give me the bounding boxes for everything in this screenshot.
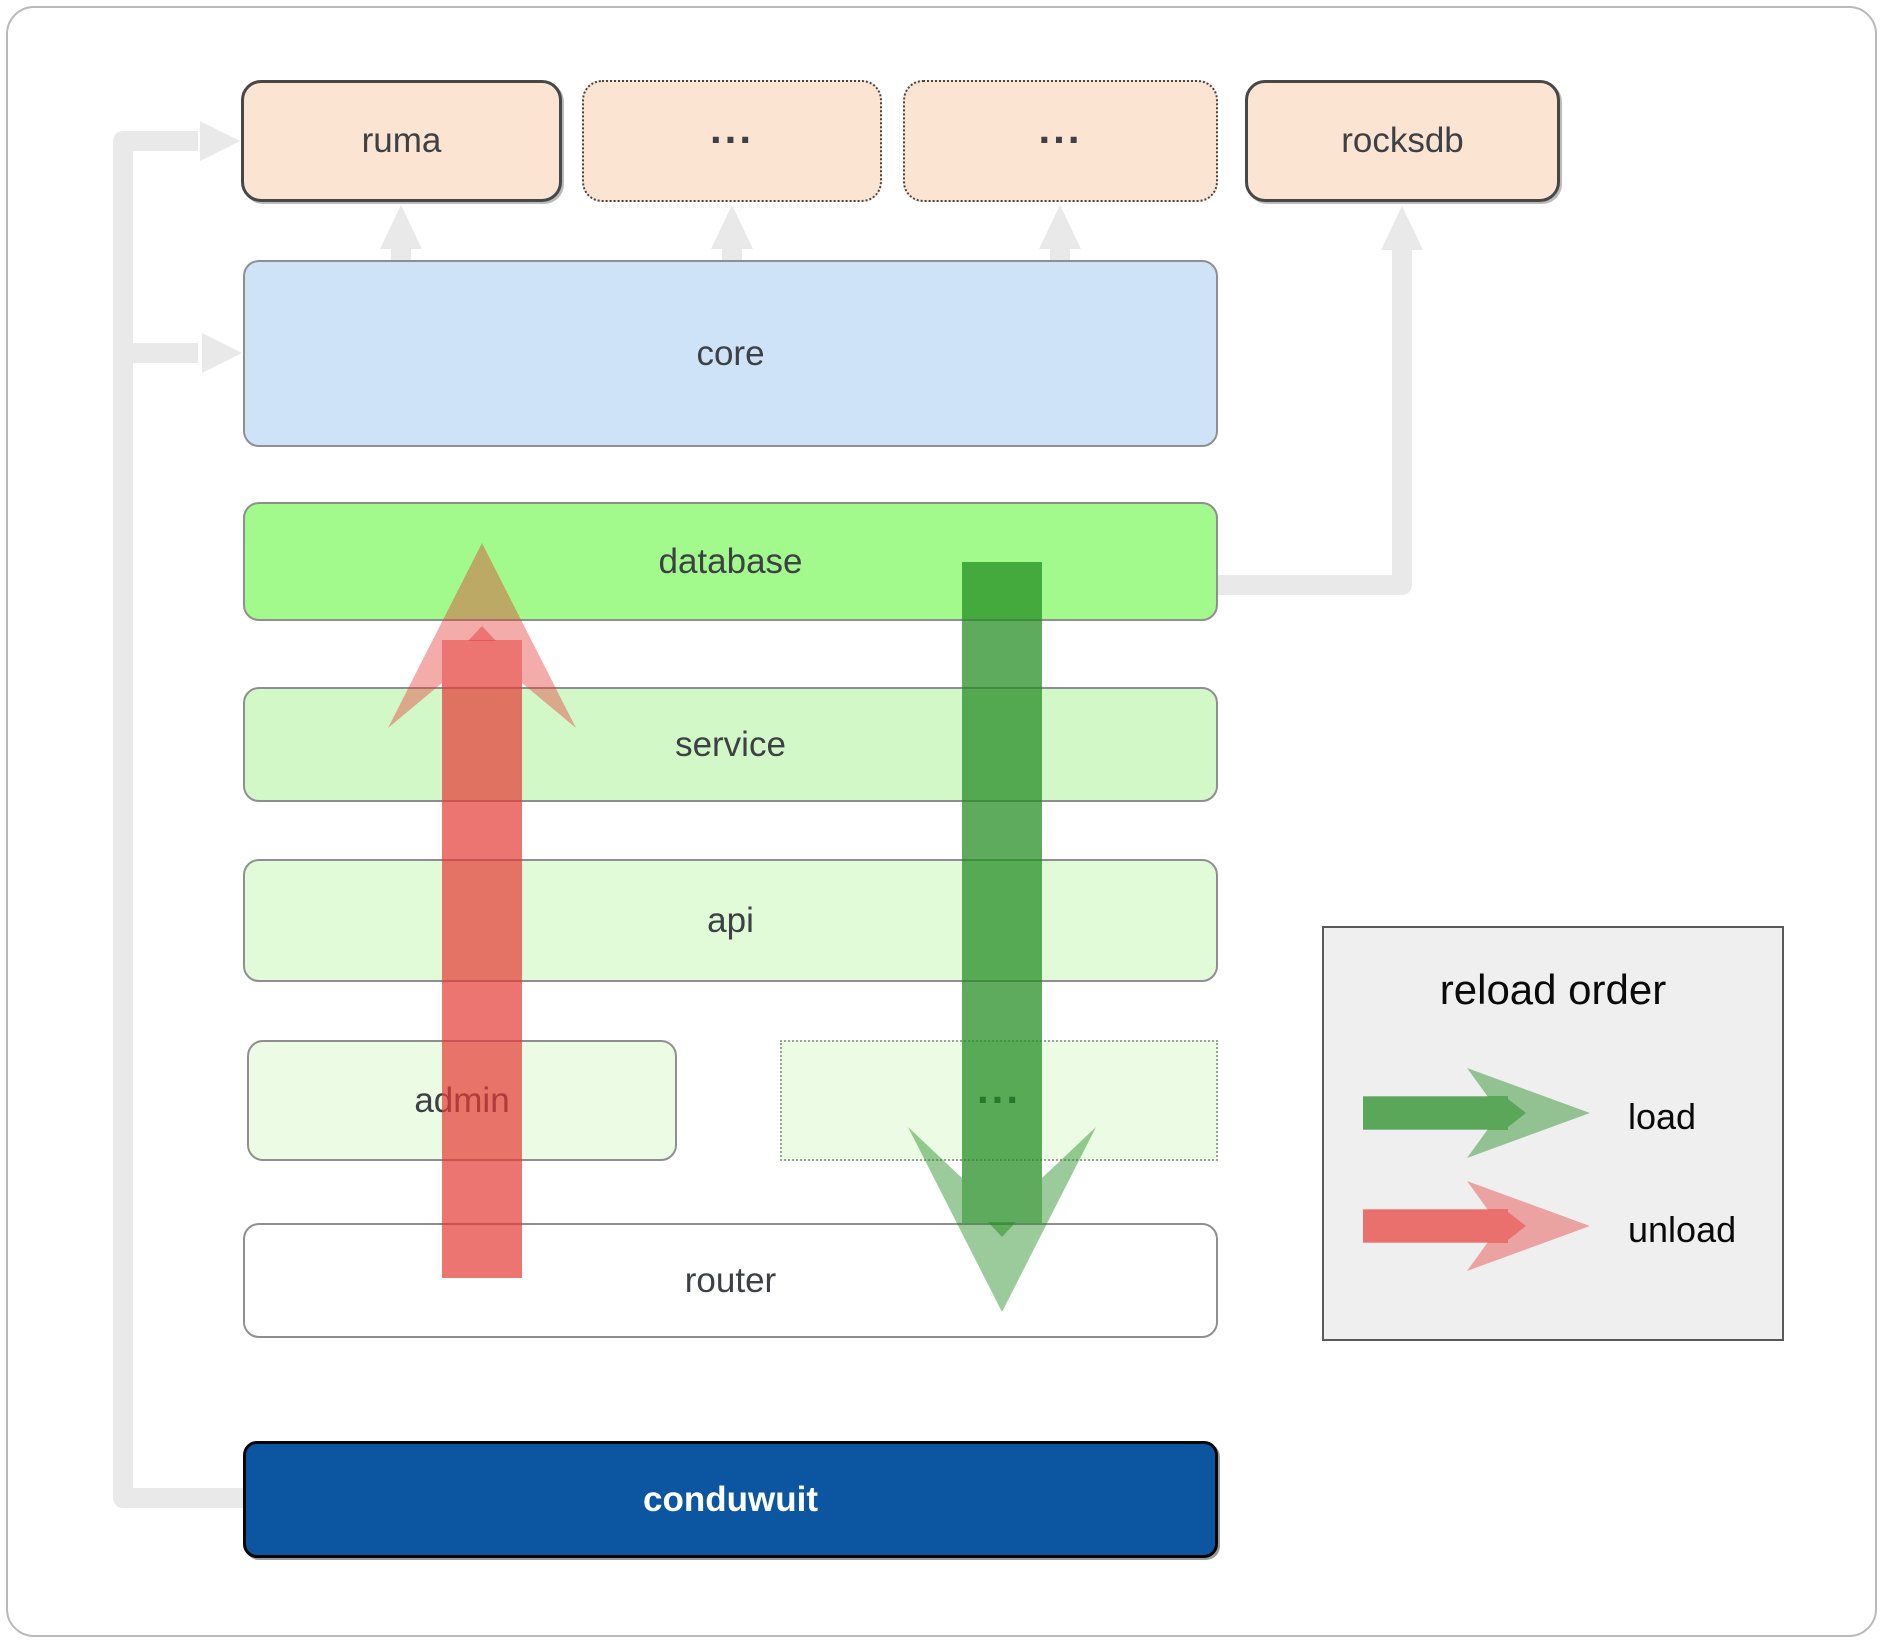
box-conduwuit: conduwuit	[243, 1441, 1218, 1558]
box-api-more: ...	[780, 1040, 1218, 1161]
box-ruma: ruma	[241, 80, 562, 202]
box-core-label: core	[696, 333, 765, 373]
unload-arrow-tip	[468, 626, 496, 641]
legend-reload-order: reload order load unload	[1322, 926, 1784, 1341]
box-rocksdb: rocksdb	[1245, 80, 1560, 202]
box-rocksdb-label: rocksdb	[1341, 121, 1464, 160]
arrowhead-to-core	[202, 333, 242, 373]
arrowhead-to-ruma	[200, 121, 240, 161]
legend-title: reload order	[1439, 966, 1667, 1013]
box-api: api	[243, 859, 1218, 982]
arrow-core-to-deps2	[1039, 205, 1081, 262]
box-admin: admin	[247, 1040, 677, 1161]
legend-load-label: load	[1628, 1096, 1697, 1137]
arrow-core-to-deps1	[711, 205, 753, 262]
box-database-label: database	[658, 541, 803, 581]
box-service: service	[243, 687, 1218, 802]
box-api-label: api	[707, 900, 754, 940]
outer-frame	[6, 6, 1877, 1637]
box-api-more-label: ...	[976, 1064, 1021, 1112]
box-database: database	[243, 502, 1218, 621]
connector-conduwuit-trunk	[113, 131, 243, 1508]
box-deps-more-2-label: ...	[1038, 105, 1083, 152]
arrowhead-to-rocksdb	[1381, 206, 1423, 250]
box-conduwuit-label: conduwuit	[643, 1479, 818, 1519]
box-router-label: router	[684, 1260, 777, 1300]
box-service-label: service	[675, 724, 786, 764]
box-router: router	[243, 1223, 1218, 1338]
box-ruma-label: ruma	[361, 121, 442, 160]
box-core: core	[243, 260, 1218, 447]
box-admin-label: admin	[414, 1080, 510, 1120]
legend-unload-label: unload	[1628, 1209, 1737, 1250]
connector-database-rocksdb	[1218, 250, 1412, 595]
arrow-core-to-ruma	[380, 205, 422, 262]
box-deps-more-2: ...	[903, 80, 1218, 202]
box-deps-more-1: ...	[582, 80, 882, 202]
box-deps-more-1-label: ...	[709, 105, 754, 152]
